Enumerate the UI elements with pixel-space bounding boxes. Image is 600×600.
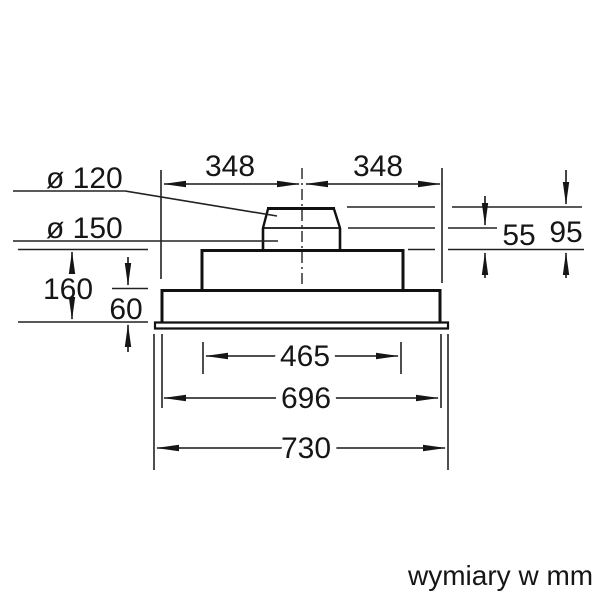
dim-label-60: 60 [109, 293, 142, 326]
duct-collar-150 [261, 227, 342, 249]
leader-lines [13, 190, 278, 242]
hood-middle-tier [200, 249, 405, 289]
dimension-lines [68, 170, 570, 452]
leader-diameter-120 [13, 190, 278, 217]
dim-label-730: 730 [281, 432, 331, 465]
dim-label-55: 55 [502, 219, 535, 252]
dim-label-465: 465 [280, 340, 330, 373]
hood-body-outline [160, 249, 442, 322]
duct-collar-120 [261, 207, 342, 229]
hood-bottom-flange [153, 321, 450, 330]
diameter-label-150: ø 150 [46, 212, 123, 245]
dim-label-95: 95 [549, 216, 582, 249]
diameter-label-120: ø 120 [46, 162, 123, 195]
dim-label-348-right: 348 [353, 150, 403, 183]
dim-label-348-left: 348 [205, 150, 255, 183]
hood-main-box [160, 289, 442, 322]
extension-lines [18, 168, 584, 470]
units-note: wymiary w mm [407, 560, 593, 591]
dim-label-160: 160 [43, 273, 93, 306]
dim-label-696: 696 [281, 382, 331, 415]
